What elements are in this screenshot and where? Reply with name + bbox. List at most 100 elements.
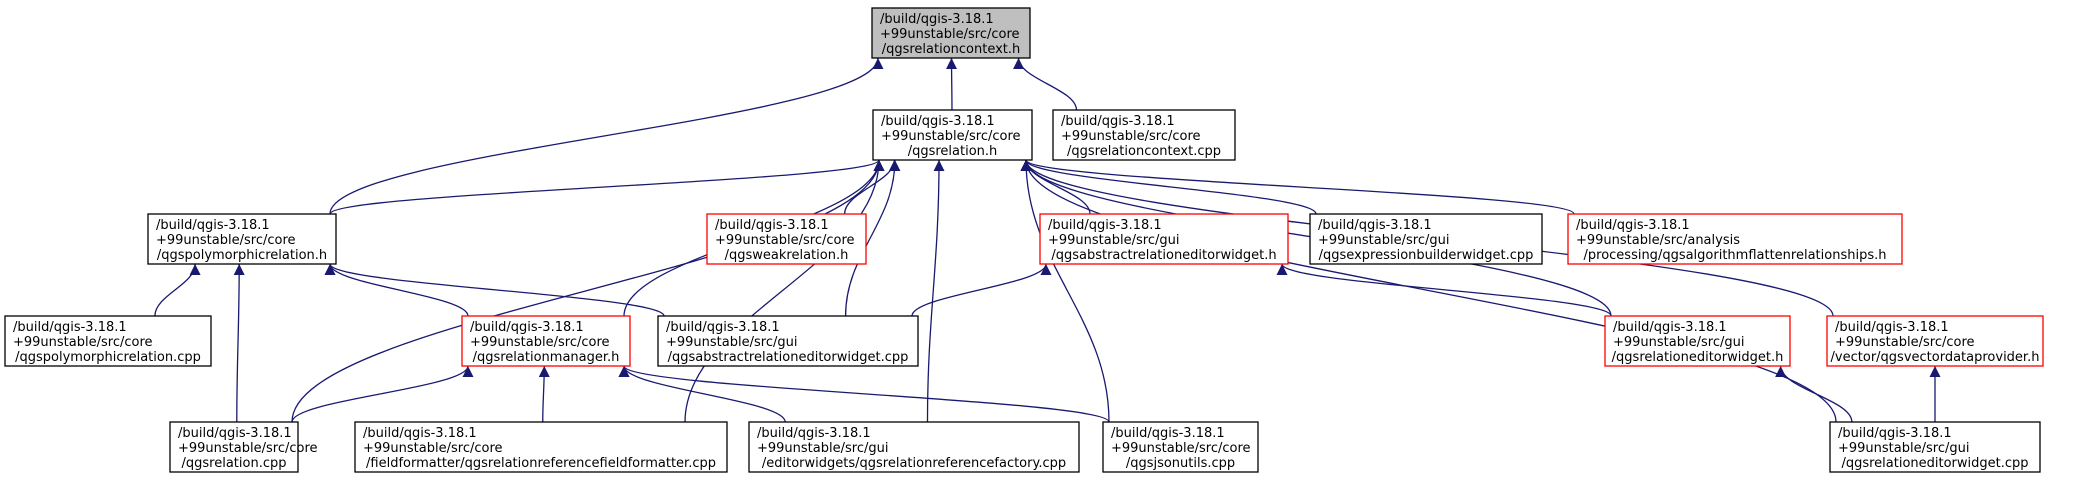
file-node-label-line: /build/qgis-3.18.1 <box>1613 320 1727 335</box>
file-node-label-line: +99unstable/src/core <box>881 129 1021 144</box>
file-node-label-line: /build/qgis-3.18.1 <box>666 320 780 335</box>
include-edge-qgsrelationreferencefieldformatter_cpp-to-qgsrelation_h <box>684 159 885 423</box>
include-edge-qgspolymorphicrelation_cpp-to-qgspolymorphicrelation_h <box>154 263 201 317</box>
file-node-label-line: +99unstable/src/core <box>13 335 153 350</box>
file-node-label-line: /processing/qgsalgorithmflattenrelations… <box>1584 248 1887 263</box>
file-node-label-line: /build/qgis-3.18.1 <box>880 12 994 27</box>
file-node-label-line: +99unstable/src/core <box>1061 129 1201 144</box>
file-node-qgsrelationcontext_cpp[interactable]: /build/qgis-3.18.1+99unstable/src/core/q… <box>1052 109 1236 161</box>
file-node-label-line: /build/qgis-3.18.1 <box>1835 320 1949 335</box>
file-node-label-line: /qgspolymorphicrelation.h <box>157 248 327 263</box>
include-edge-qgsrelationreferencefactory_cpp-to-qgsrelationmanager_h <box>618 365 786 423</box>
file-node-box <box>354 421 728 473</box>
include-edge-qgsrelationreferencefactory_cpp-to-qgsrelation_h <box>926 159 945 423</box>
file-node-box <box>1604 315 1791 367</box>
file-node-label-line: /build/qgis-3.18.1 <box>881 114 995 129</box>
include-edge-qgspolymorphicrelation_h-to-qgsrelation_h <box>329 159 885 215</box>
file-node-label-line: /qgsrelation.cpp <box>182 456 287 471</box>
file-node-label-line: /build/qgis-3.18.1 <box>1318 218 1432 233</box>
file-node-label-line: /build/qgis-3.18.1 <box>1576 218 1690 233</box>
file-node-label-line: /qgsrelationeditorwidget.h <box>1612 350 1784 365</box>
file-node-qgsvectordataprovider_h[interactable]: /build/qgis-3.18.1+99unstable/src/core/v… <box>1826 315 2044 367</box>
file-node-label-line: +99unstable/src/analysis <box>1576 233 1740 248</box>
file-node-label-line: +99unstable/src/gui <box>1048 233 1179 248</box>
file-node-label-line: /editorwidgets/qgsrelationreferencefacto… <box>762 456 1066 471</box>
file-node-box <box>1052 109 1236 161</box>
file-node-label-line: +99unstable/src/core <box>715 233 855 248</box>
file-node-label-line: /build/qgis-3.18.1 <box>156 218 270 233</box>
file-node-box <box>1567 213 1903 265</box>
file-node-label-line: +99unstable/src/core <box>1835 335 1975 350</box>
file-node-box <box>169 421 299 473</box>
file-node-box <box>1826 315 2044 367</box>
file-node-label-line: /build/qgis-3.18.1 <box>363 426 477 441</box>
file-node-qgsrelationeditorwidget_h[interactable]: /build/qgis-3.18.1+99unstable/src/gui/qg… <box>1604 315 1791 367</box>
include-edge-qgsrelationcontext_cpp-to-qgsrelationcontext_h <box>1013 57 1078 111</box>
file-node-qgsalgorithmflattenrelationships_h[interactable]: /build/qgis-3.18.1+99unstable/src/analys… <box>1567 213 1903 265</box>
include-edge-qgsabstractrelationeditorwidget_cpp-to-qgsabstractrelationeditorwidget_h <box>911 263 1052 317</box>
file-node-qgsexpressionbuilderwidget_cpp[interactable]: /build/qgis-3.18.1+99unstable/src/gui/qg… <box>1309 213 1543 265</box>
edges-layer <box>154 57 1941 423</box>
file-node-label-line: /qgsrelationeditorwidget.cpp <box>1841 456 2028 471</box>
file-node-qgsrelationcontext_h: /build/qgis-3.18.1+99unstable/src/core/q… <box>871 7 1031 59</box>
file-node-qgsjsonutils_cpp[interactable]: /build/qgis-3.18.1+99unstable/src/core/q… <box>1102 421 1259 473</box>
file-node-label-line: /qgsrelationcontext.cpp <box>1067 144 1221 159</box>
file-node-label-line: /qgsrelation.h <box>908 144 998 159</box>
file-node-qgsrelationreferencefieldformatter_cpp[interactable]: /build/qgis-3.18.1+99unstable/src/core/f… <box>354 421 728 473</box>
file-node-label-line: +99unstable/src/gui <box>1838 441 1969 456</box>
file-node-qgsrelation_h[interactable]: /build/qgis-3.18.1+99unstable/src/core/q… <box>872 109 1033 161</box>
file-node-label-line: /build/qgis-3.18.1 <box>470 320 584 335</box>
file-node-label-line: /qgsrelationcontext.h <box>882 42 1021 57</box>
file-node-box <box>657 315 919 367</box>
file-node-qgsrelation_cpp[interactable]: /build/qgis-3.18.1+99unstable/src/core/q… <box>169 421 318 473</box>
include-edge-qgsrelation_cpp-to-qgsrelationmanager_h <box>291 365 474 423</box>
include-edge-qgsrelationeditorwidget_cpp-to-qgsrelation_h <box>1020 159 1837 423</box>
file-node-qgsabstractrelationeditorwidget_h[interactable]: /build/qgis-3.18.1+99unstable/src/gui/qg… <box>1039 213 1289 265</box>
file-node-label-line: /build/qgis-3.18.1 <box>1111 426 1225 441</box>
file-node-label-line: +99unstable/src/gui <box>1318 233 1449 248</box>
file-node-box <box>1039 213 1289 265</box>
file-node-label-line: /build/qgis-3.18.1 <box>1838 426 1952 441</box>
include-edge-qgsalgorithmflattenrelationships_h-to-qgsrelation_h <box>1020 159 1575 215</box>
file-node-qgsrelationmanager_h[interactable]: /build/qgis-3.18.1+99unstable/src/core/q… <box>461 315 631 367</box>
file-node-label-line: /qgsexpressionbuilderwidget.cpp <box>1319 248 1534 263</box>
file-node-qgsrelationreferencefactory_cpp[interactable]: /build/qgis-3.18.1+99unstable/src/gui/ed… <box>748 421 1080 473</box>
file-node-box <box>872 109 1033 161</box>
file-node-qgsweakrelation_h[interactable]: /build/qgis-3.18.1+99unstable/src/core/q… <box>706 213 867 265</box>
file-node-box <box>706 213 867 265</box>
file-node-label-line: +99unstable/src/core <box>178 441 318 456</box>
file-node-label-line: /qgsabstractrelationeditorwidget.h <box>1051 248 1276 263</box>
file-node-box <box>871 7 1031 59</box>
file-node-label-line: /vector/qgsvectordataprovider.h <box>1831 350 2040 365</box>
include-edge-qgspolymorphicrelation_h-to-qgsrelationcontext_h <box>329 57 884 215</box>
file-node-label-line: /qgsabstractrelationeditorwidget.cpp <box>668 350 909 365</box>
file-node-label-line: /qgsjsonutils.cpp <box>1126 456 1235 471</box>
file-node-label-line: +99unstable/src/core <box>363 441 503 456</box>
file-node-label-line: /qgsrelationmanager.h <box>473 350 620 365</box>
file-node-qgspolymorphicrelation_cpp[interactable]: /build/qgis-3.18.1+99unstable/src/core/q… <box>4 315 212 367</box>
file-node-box <box>461 315 631 367</box>
include-edge-qgsabstractrelationeditorwidget_cpp-to-qgspolymorphicrelation_h <box>324 263 665 317</box>
file-node-qgsabstractrelationeditorwidget_cpp[interactable]: /build/qgis-3.18.1+99unstable/src/gui/qg… <box>657 315 919 367</box>
file-node-box <box>147 213 337 265</box>
file-node-box <box>1309 213 1543 265</box>
file-node-label-line: +99unstable/src/core <box>880 27 1020 42</box>
file-node-label-line: /build/qgis-3.18.1 <box>757 426 871 441</box>
file-node-qgspolymorphicrelation_h[interactable]: /build/qgis-3.18.1+99unstable/src/core/q… <box>147 213 337 265</box>
include-edge-qgsjsonutils_cpp-to-qgsrelation_h <box>1020 159 1110 423</box>
file-node-label-line: /fieldformatter/qgsrelationreferencefiel… <box>366 456 716 471</box>
include-edge-qgsjsonutils_cpp-to-qgsrelationmanager_h <box>618 365 1110 423</box>
include-edge-qgsrelationmanager_h-to-qgspolymorphicrelation_h <box>324 263 469 317</box>
file-node-label-line: /build/qgis-3.18.1 <box>178 426 292 441</box>
nodes-layer: /build/qgis-3.18.1+99unstable/src/core/q… <box>4 7 2044 473</box>
include-edge-qgsrelationeditorwidget_cpp-to-qgsrelationeditorwidget_h <box>1775 365 1853 423</box>
file-node-label-line: +99unstable/src/core <box>1111 441 1251 456</box>
file-node-label-line: /qgspolymorphicrelation.cpp <box>15 350 201 365</box>
file-node-qgsrelationeditorwidget_cpp[interactable]: /build/qgis-3.18.1+99unstable/src/gui/qg… <box>1829 421 2041 473</box>
file-node-label-line: /build/qgis-3.18.1 <box>715 218 829 233</box>
file-node-label-line: /build/qgis-3.18.1 <box>1061 114 1175 129</box>
file-node-label-line: +99unstable/src/gui <box>666 335 797 350</box>
include-edge-qgsrelation_cpp-to-qgsrelation_h <box>291 159 885 423</box>
file-node-label-line: /qgsweakrelation.h <box>725 248 849 263</box>
